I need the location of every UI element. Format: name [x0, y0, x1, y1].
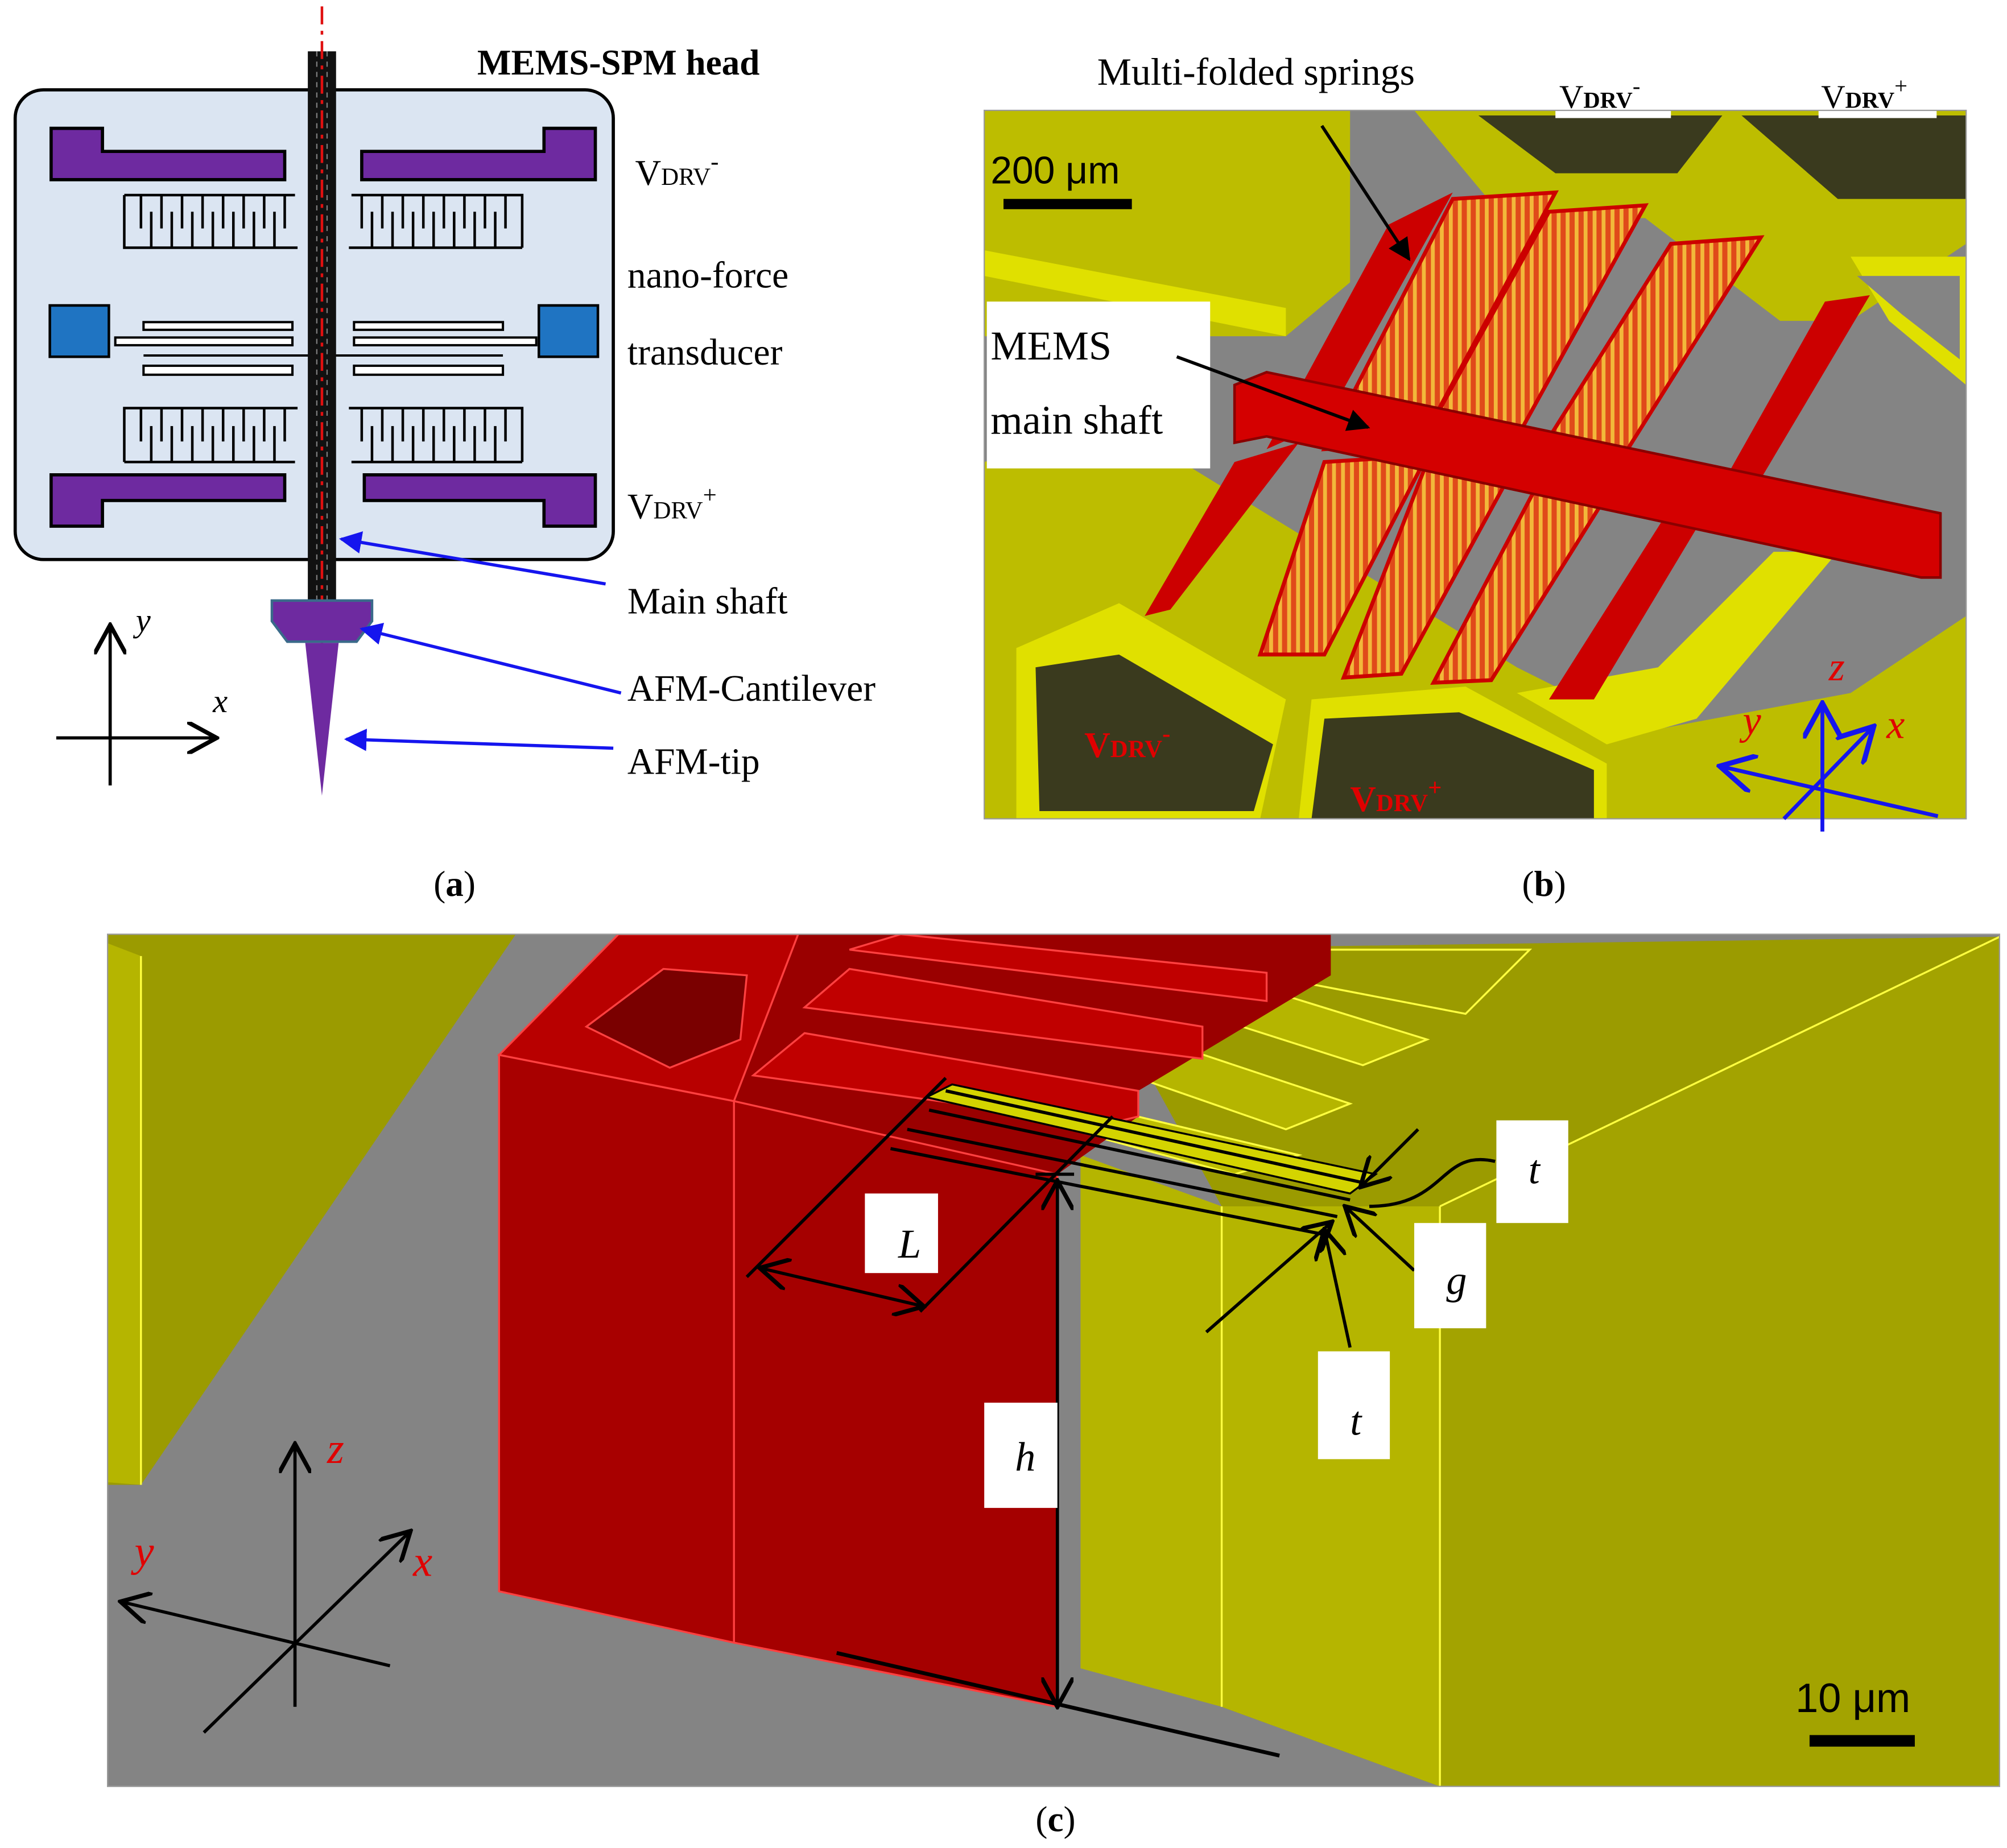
label-main-shaft: Main shaft	[627, 581, 788, 622]
arrow-mems-shaft	[1176, 355, 1370, 431]
scale-c-bar	[1809, 1735, 1915, 1747]
axes-b	[1720, 703, 1939, 832]
label-g: g	[1446, 1257, 1467, 1303]
arrow-springs	[1320, 125, 1411, 262]
label-main-shaft-b: main shaft	[990, 398, 1163, 443]
arrow-main-shaft	[338, 531, 606, 586]
axes-a	[56, 625, 217, 785]
label-transducer: transducer	[627, 332, 783, 373]
scale-b-label: 200 μm	[990, 150, 1120, 192]
electrode-bottom-left	[49, 473, 287, 528]
dimensions-c	[745, 1077, 1496, 1707]
arrow-afm-cantilever	[360, 622, 622, 695]
head-title: MEMS-SPM head	[477, 43, 759, 82]
panel-a: MEMS-SPM head VDRV- nano-force transduce…	[13, 6, 876, 904]
comb-bottom-right	[349, 407, 524, 464]
label-springs: Multi-folded springs	[1097, 51, 1415, 93]
axes-c	[121, 1444, 411, 1734]
label-pad-vdrv-minus: VDRV-	[1084, 721, 1170, 765]
comb-top-right	[349, 193, 524, 249]
transducer-anchor-left	[48, 304, 110, 358]
label-afm-tip: AFM-tip	[627, 742, 760, 783]
electrode-bottom-right	[362, 473, 597, 528]
axis-c-x: x	[412, 1537, 432, 1586]
caption-b: (b)	[1522, 864, 1566, 904]
transducer-anchor-right	[537, 304, 600, 358]
transducer-beams	[114, 321, 538, 376]
label-vdrv-plus: VDRV+	[627, 482, 717, 526]
caption-a: (a)	[433, 864, 476, 904]
axis-c-z: z	[327, 1424, 344, 1473]
axis-b-x: x	[1886, 701, 1905, 747]
label-pad-vdrv-plus: VDRV+	[1350, 775, 1442, 819]
panel-c: L h t g t z y x 10 μm (c)	[107, 933, 2000, 1839]
axis-b-z: z	[1828, 644, 1845, 689]
axis-c-y: y	[131, 1527, 155, 1576]
afm-cantilever	[270, 599, 374, 643]
label-L: L	[898, 1221, 921, 1267]
label-afm-cantilever: AFM-Cantilever	[627, 668, 876, 709]
axis-a-x: x	[212, 683, 228, 720]
label-vdrv-minus: VDRV-	[635, 148, 718, 193]
scale-b-bar	[1004, 199, 1132, 209]
label-t-top: t	[1529, 1147, 1541, 1192]
mems-main-shaft	[1233, 370, 1942, 579]
arrow-afm-tip	[344, 729, 614, 751]
scale-c-label: 10 μm	[1795, 1676, 1910, 1721]
electrode-top-right	[360, 126, 597, 181]
label-h: h	[1015, 1434, 1035, 1480]
caption-c: (c)	[1035, 1800, 1075, 1839]
comb-bottom-left	[123, 407, 298, 464]
electrode-top-left	[49, 126, 287, 181]
label-t-bottom: t	[1350, 1398, 1362, 1444]
axis-a-y: y	[133, 602, 151, 639]
afm-tip	[305, 643, 339, 796]
label-mems: MEMS	[990, 323, 1112, 369]
panel-b: Multi-folded springs VDRV- VDRV+ 200 μm …	[984, 51, 1967, 904]
label-top-vdrv-minus: VDRV-	[1559, 73, 1640, 115]
axis-b-y: y	[1739, 698, 1762, 743]
label-nano-force: nano-force	[627, 255, 788, 296]
comb-top-left	[123, 193, 298, 249]
label-top-vdrv-plus: VDRV+	[1821, 73, 1907, 115]
